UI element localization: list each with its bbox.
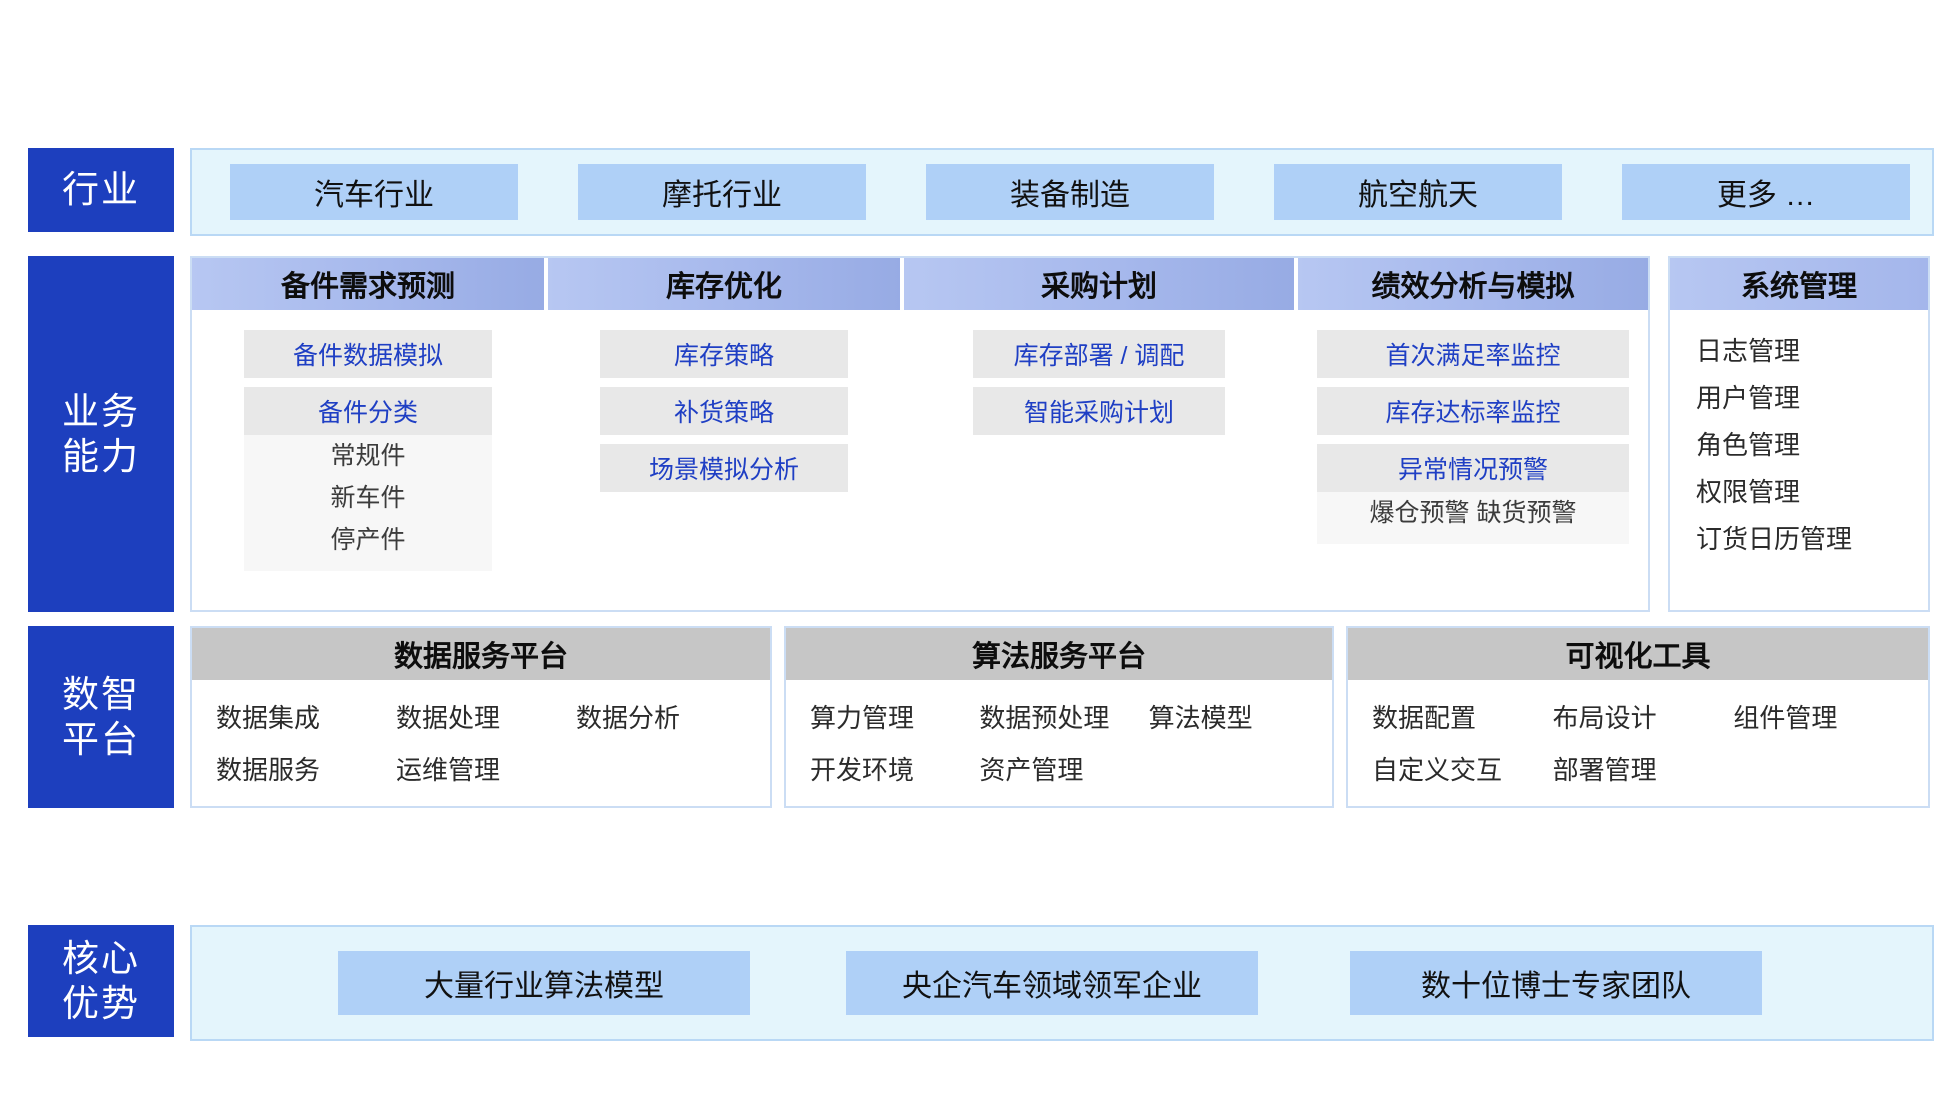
- capability-subgroup-title[interactable]: 备件分类: [244, 387, 492, 435]
- industry-chip[interactable]: 更多 …: [1622, 164, 1910, 220]
- data-platform-panel-2: 算法服务平台 算力管理 数据预处理 算法模型 开发环境 资产管理: [784, 626, 1334, 808]
- capability-subgroup-title[interactable]: 异常情况预警: [1317, 444, 1629, 492]
- system-management-list: 日志管理 用户管理 角色管理 权限管理 订货日历管理: [1670, 310, 1928, 563]
- capability-item[interactable]: 库存达标率监控: [1317, 387, 1629, 435]
- capability-item[interactable]: 库存部署 / 调配: [973, 330, 1225, 378]
- industry-chip[interactable]: 汽车行业: [230, 164, 518, 220]
- core-advantage-chip[interactable]: 大量行业算法模型: [338, 951, 750, 1015]
- data-platform-title: 数据服务平台: [192, 628, 770, 680]
- data-platform-item[interactable]: 算法模型: [1148, 703, 1253, 733]
- capability-column-title: 绩效分析与模拟: [1298, 258, 1648, 310]
- data-platform-item[interactable]: 开发环境: [810, 755, 915, 785]
- data-platform-item-grid: 数据配置 布局设计 组件管理 自定义交互 部署管理: [1348, 680, 1928, 792]
- capability-item[interactable]: 补货策略: [600, 387, 848, 435]
- capability-column-title: 库存优化: [548, 258, 900, 310]
- industry-chip[interactable]: 装备制造: [926, 164, 1214, 220]
- capability-column-title: 备件需求预测: [192, 258, 544, 310]
- capability-column-3: 采购计划 库存部署 / 调配 智能采购计划: [904, 258, 1294, 610]
- data-platform-item[interactable]: 数据配置: [1372, 703, 1477, 733]
- capability-column-body: 备件数据模拟 备件分类 常规件 新车件 停产件: [192, 310, 544, 571]
- industry-chip[interactable]: 航空航天: [1274, 164, 1562, 220]
- system-management-item[interactable]: 用户管理: [1696, 383, 1801, 413]
- capability-sub-item: 常规件: [330, 442, 406, 470]
- system-management-title: 系统管理: [1670, 258, 1928, 310]
- system-management-item[interactable]: 角色管理: [1696, 430, 1801, 460]
- row-label-core: 核心 优势: [28, 925, 174, 1037]
- data-platform-item[interactable]: 资产管理: [979, 755, 1084, 785]
- capability-item[interactable]: 库存策略: [600, 330, 848, 378]
- capability-item[interactable]: 首次满足率监控: [1317, 330, 1629, 378]
- row-label-business: 业务 能力: [28, 256, 174, 612]
- business-capability-panel: 备件需求预测 备件数据模拟 备件分类 常规件 新车件 停产件 库存优化 库存策略…: [190, 256, 1650, 612]
- capability-column-body: 首次满足率监控 库存达标率监控 异常情况预警 爆仓预警 缺货预警: [1298, 310, 1648, 544]
- data-platform-item[interactable]: 数据服务: [216, 755, 321, 785]
- capability-item[interactable]: 场景模拟分析: [600, 444, 848, 492]
- capability-subgroup: 备件分类 常规件 新车件 停产件: [244, 387, 492, 571]
- data-platform-item[interactable]: 数据集成: [216, 703, 321, 733]
- capability-sub-item: 停产件: [330, 526, 406, 554]
- capability-column-title: 采购计划: [904, 258, 1294, 310]
- data-platform-item[interactable]: 算力管理: [810, 703, 915, 733]
- capability-item[interactable]: 备件数据模拟: [244, 330, 492, 378]
- capability-column-body: 库存策略 补货策略 场景模拟分析: [548, 310, 900, 492]
- data-platform-panel-3: 可视化工具 数据配置 布局设计 组件管理 自定义交互 部署管理: [1346, 626, 1930, 808]
- capability-column-1: 备件需求预测 备件数据模拟 备件分类 常规件 新车件 停产件: [192, 258, 544, 610]
- capability-item[interactable]: 智能采购计划: [973, 387, 1225, 435]
- system-management-item[interactable]: 订货日历管理: [1696, 524, 1853, 554]
- system-management-item[interactable]: 权限管理: [1696, 477, 1801, 507]
- capability-column-4: 绩效分析与模拟 首次满足率监控 库存达标率监控 异常情况预警 爆仓预警 缺货预警: [1298, 258, 1648, 610]
- capability-sub-item: 新车件: [330, 484, 406, 512]
- data-platform-item[interactable]: 组件管理: [1733, 703, 1838, 733]
- data-platform-item[interactable]: 数据预处理: [979, 703, 1110, 733]
- capability-column-body: 库存部署 / 调配 智能采购计划: [904, 310, 1294, 435]
- data-platform-title: 可视化工具: [1348, 628, 1928, 680]
- row-label-platform: 数智 平台: [28, 626, 174, 808]
- data-platform-item[interactable]: 自定义交互: [1372, 755, 1503, 785]
- core-advantage-band: 大量行业算法模型 央企汽车领域领军企业 数十位博士专家团队: [190, 925, 1934, 1041]
- data-platform-item[interactable]: 数据处理: [396, 703, 501, 733]
- capability-column-2: 库存优化 库存策略 补货策略 场景模拟分析: [548, 258, 900, 610]
- core-advantage-chip[interactable]: 数十位博士专家团队: [1350, 951, 1762, 1015]
- data-platform-panel-1: 数据服务平台 数据集成 数据处理 数据分析 数据服务 运维管理: [190, 626, 772, 808]
- data-platform-title: 算法服务平台: [786, 628, 1332, 680]
- industry-band: 汽车行业 摩托行业 装备制造 航空航天 更多 …: [190, 148, 1934, 236]
- data-platform-item[interactable]: 运维管理: [396, 755, 501, 785]
- capability-sub-item: 爆仓预警 缺货预警: [1369, 499, 1577, 527]
- system-management-item[interactable]: 日志管理: [1696, 336, 1801, 366]
- data-platform-item-grid: 数据集成 数据处理 数据分析 数据服务 运维管理: [192, 680, 770, 792]
- core-advantage-chip[interactable]: 央企汽车领域领军企业: [846, 951, 1258, 1015]
- data-platform-item[interactable]: 布局设计: [1552, 703, 1657, 733]
- data-platform-item[interactable]: 部署管理: [1552, 755, 1657, 785]
- industry-chip[interactable]: 摩托行业: [578, 164, 866, 220]
- capability-subgroup: 异常情况预警 爆仓预警 缺货预警: [1317, 444, 1629, 544]
- row-label-industry: 行业: [28, 148, 174, 232]
- data-platform-item[interactable]: 数据分析: [576, 703, 681, 733]
- data-platform-item-grid: 算力管理 数据预处理 算法模型 开发环境 资产管理: [786, 680, 1332, 792]
- system-management-panel: 系统管理 日志管理 用户管理 角色管理 权限管理 订货日历管理: [1668, 256, 1930, 612]
